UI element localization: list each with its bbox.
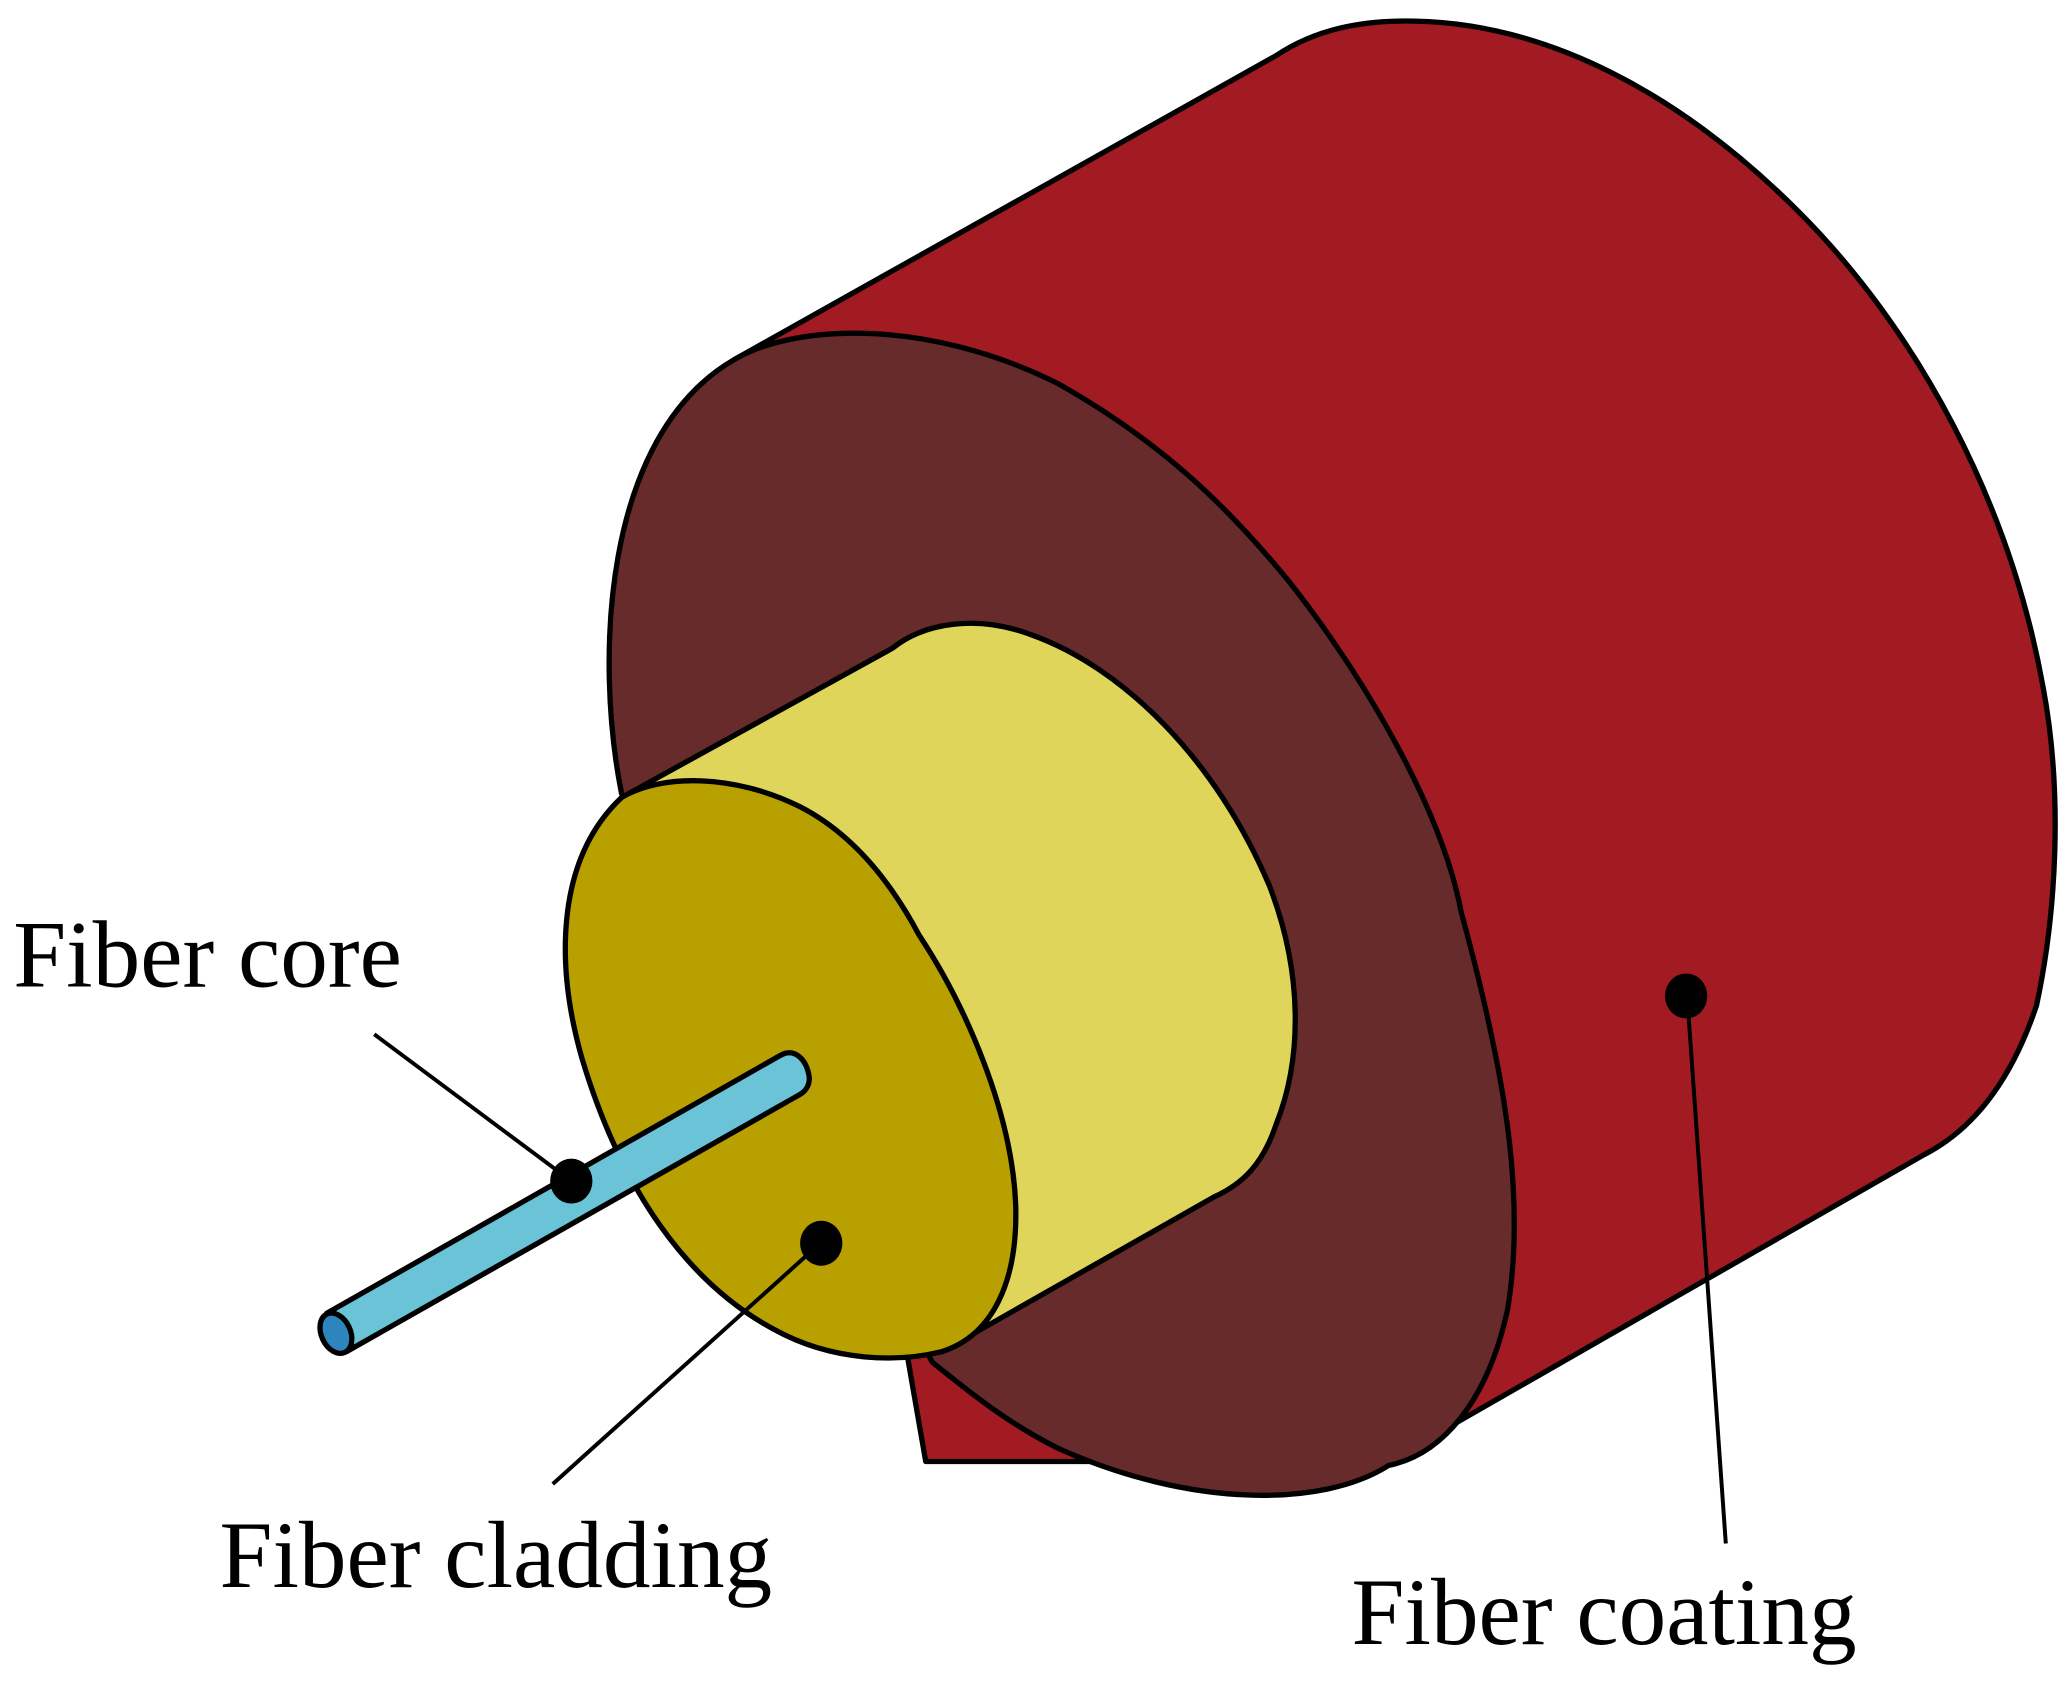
core-marker-dot	[550, 1158, 593, 1204]
label-fiber-cladding: Fiber cladding	[220, 1502, 773, 1608]
core-end-face	[317, 1310, 355, 1356]
cladding-marker-dot	[800, 1220, 843, 1266]
label-fiber-core: Fiber core	[13, 902, 402, 1008]
cladding-leader-line	[551, 1244, 819, 1486]
label-fiber-coating: Fiber coating	[1352, 1559, 1857, 1665]
coating-marker-dot	[1664, 973, 1708, 1019]
core-leader-line	[373, 1032, 573, 1183]
coating-leader-line	[1685, 999, 1728, 1544]
